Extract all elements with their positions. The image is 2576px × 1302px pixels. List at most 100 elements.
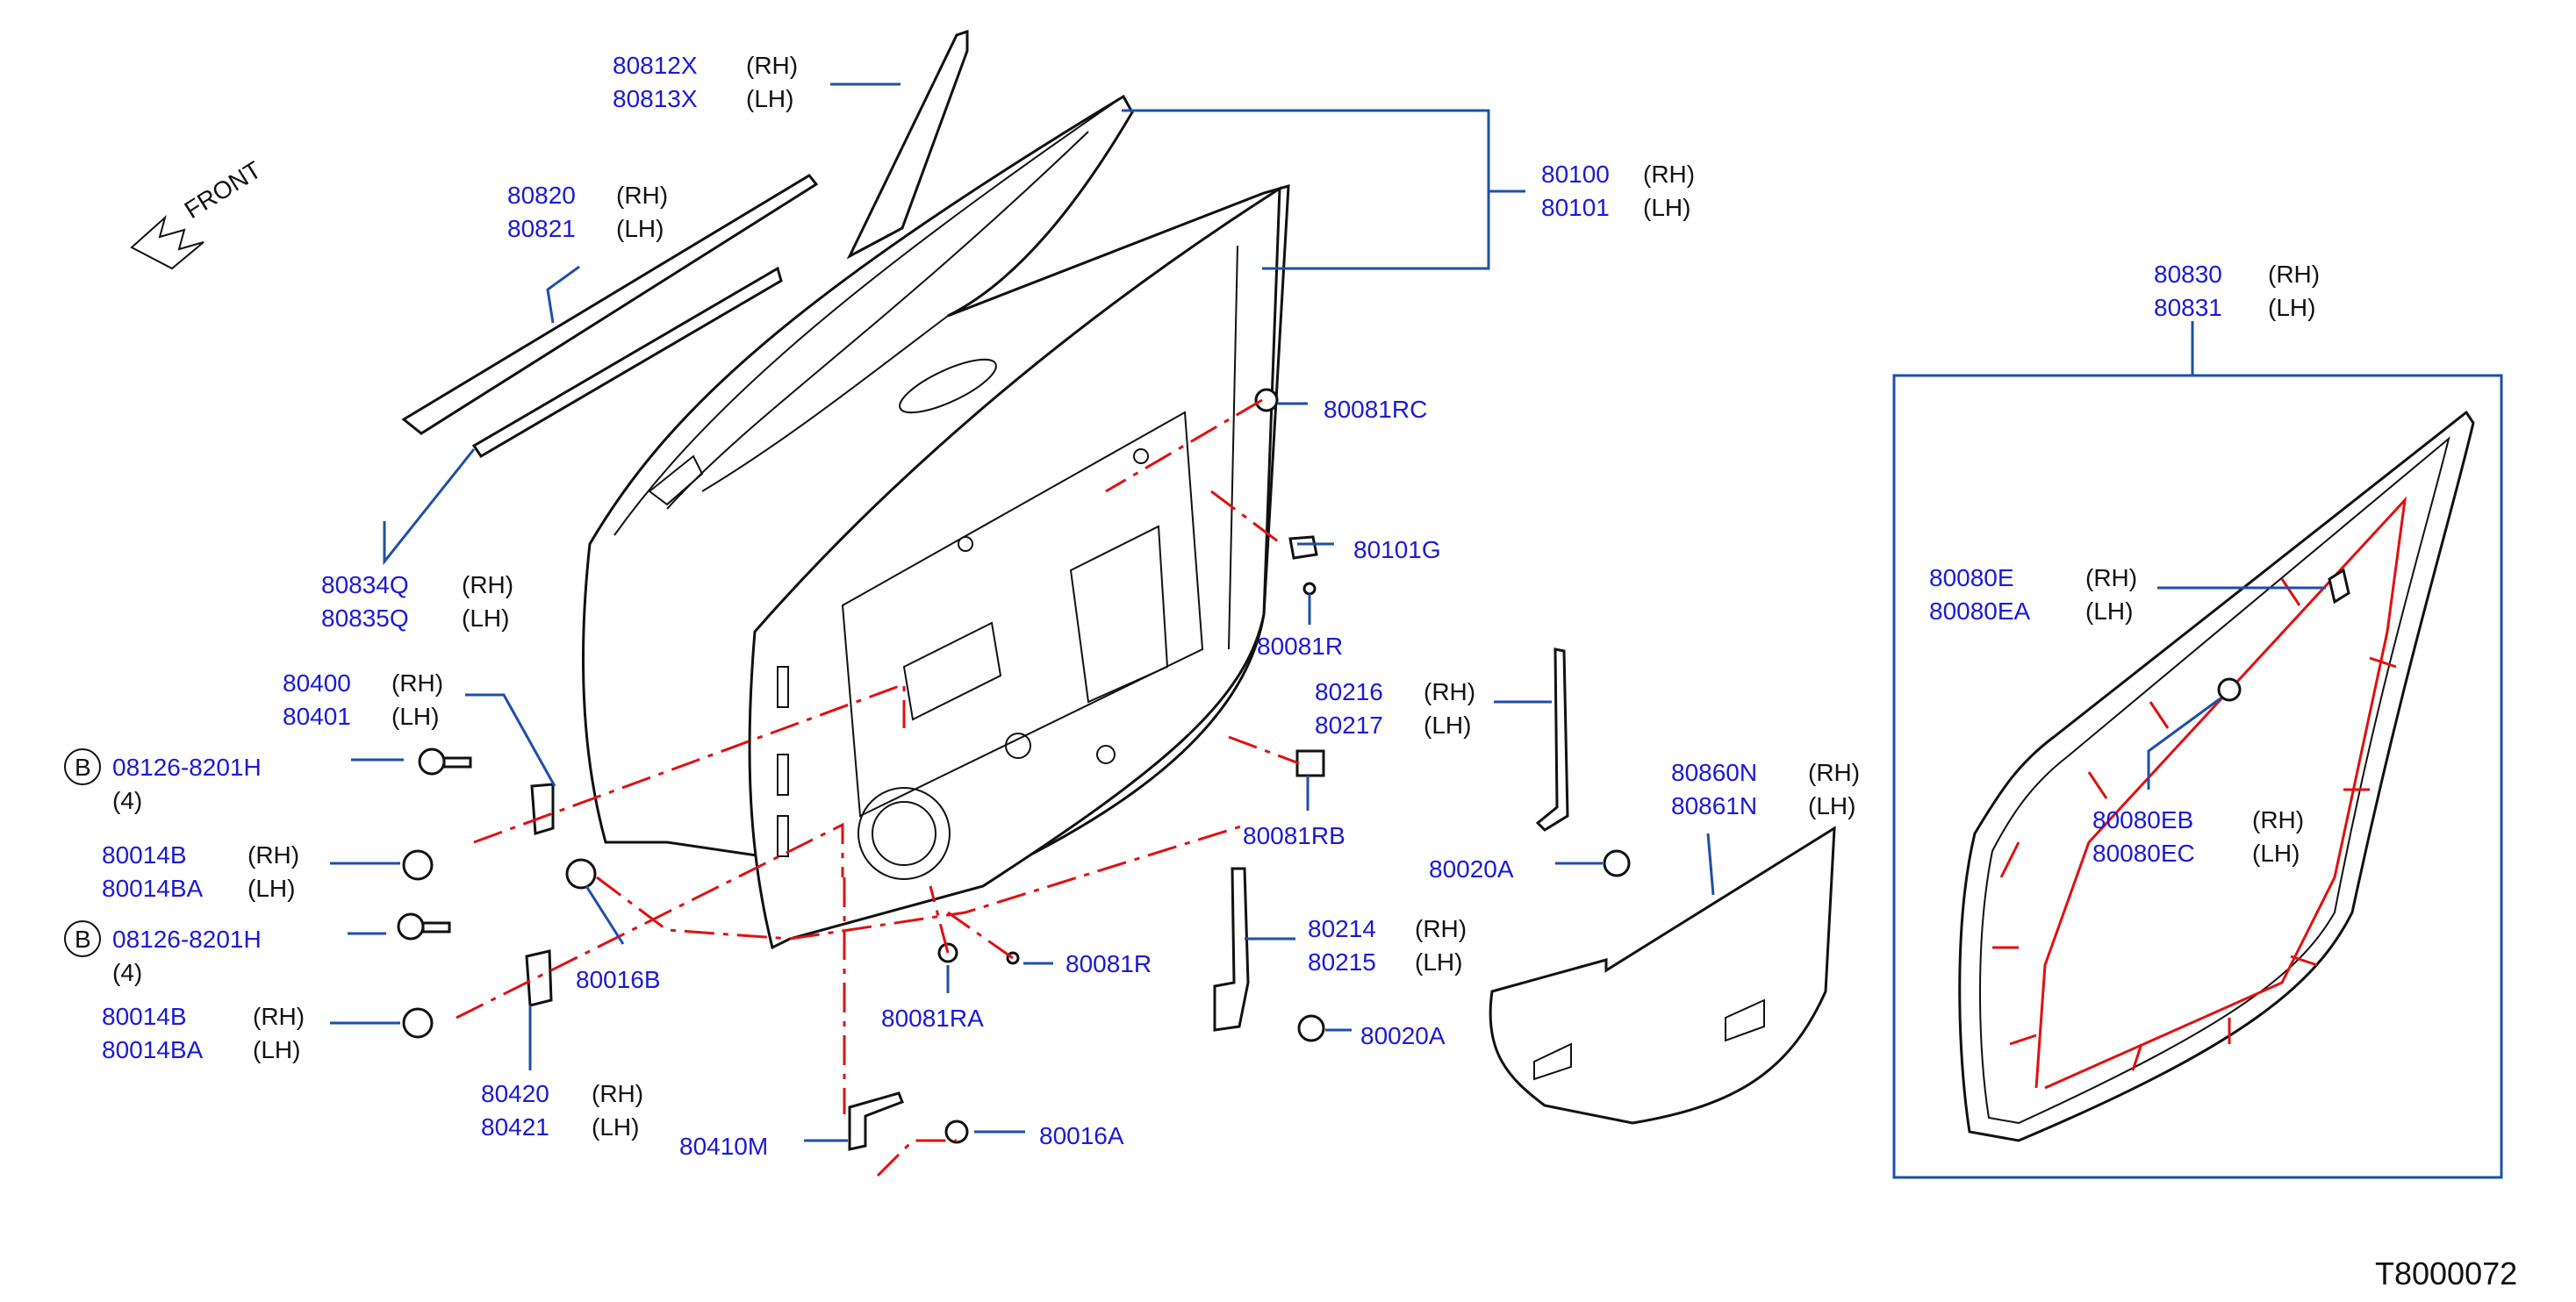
part-number: 08126-8201H — [112, 754, 262, 781]
sealing-screen-drawing — [1489, 826, 1836, 1125]
part-number: 80080EA — [1929, 597, 2031, 625]
callout-80420: 80420 (RH) 80421 (LH) — [481, 1080, 643, 1141]
part-number: 80016A — [1039, 1122, 1124, 1149]
part-number: 80020A — [1429, 855, 1514, 883]
side-label: (LH) — [592, 1113, 639, 1141]
callout-80834Q: 80834Q (RH) 80835Q (LH) — [321, 571, 513, 632]
callout-08126-8201H-top: B 08126-8201H (4) — [64, 748, 262, 814]
part-number: 80101 — [1541, 194, 1610, 221]
side-label: (LH) — [1424, 712, 1471, 739]
part-number: 80081R — [1257, 633, 1343, 660]
callout-08126-8201H-bottom: B 08126-8201H (4) — [64, 920, 262, 986]
side-label: (RH) — [253, 1003, 305, 1030]
side-label: (RH) — [248, 841, 299, 869]
part-number: 80016B — [576, 966, 661, 993]
leader-lines — [330, 82, 2326, 1142]
quantity-label: (4) — [112, 787, 142, 814]
front-label: FRONT — [180, 156, 266, 224]
part-number: 80014B — [102, 1003, 187, 1030]
callout-80860N: 80860N (RH) 80861N (LH) — [1671, 759, 1860, 819]
hinge-drawing — [397, 388, 1325, 1151]
door-shell-drawing — [582, 94, 1290, 950]
part-number: 80812X — [613, 52, 698, 79]
part-number: 80420 — [481, 1080, 549, 1107]
side-label: (LH) — [1808, 792, 1855, 819]
side-label: (LH) — [1643, 194, 1690, 221]
callout-80216: 80216 (RH) 80217 (LH) — [1315, 678, 1475, 739]
circle-letter: B — [75, 754, 91, 781]
part-number: 80400 — [283, 669, 351, 697]
part-number: 80014BA — [102, 1036, 204, 1063]
circle-marker — [64, 748, 101, 785]
part-number: 80080EB — [2092, 806, 2193, 833]
part-number: 80813X — [613, 85, 698, 112]
callout-80080E: 80080E (RH) 80080EA (LH) — [1929, 564, 2137, 625]
side-label: (RH) — [1643, 161, 1695, 188]
part-number: 80861N — [1671, 792, 1757, 819]
side-label: (LH) — [2268, 294, 2315, 321]
part-number: 80821 — [507, 215, 576, 242]
sash-drawing — [401, 29, 969, 459]
part-number: 80014B — [102, 841, 187, 869]
callout-80830: 80830 (RH) 80831 (LH) — [2154, 261, 2320, 321]
side-label: (RH) — [616, 182, 668, 209]
diagram-reference: T8000072 — [2375, 1256, 2517, 1291]
callout-80081R-bottom: 80081R — [1066, 950, 1152, 977]
part-number: 80860N — [1671, 759, 1757, 786]
side-label: (LH) — [253, 1036, 300, 1063]
side-label: (RH) — [462, 571, 513, 598]
callout-80020A-top: 80020A — [1429, 855, 1514, 883]
side-label: (LH) — [462, 604, 509, 632]
callout-80016A: 80016A — [1039, 1122, 1124, 1149]
callout-80410M: 80410M — [679, 1133, 768, 1160]
part-number: 80216 — [1315, 678, 1383, 705]
side-label: (RH) — [746, 52, 798, 79]
side-label: (RH) — [1808, 759, 1860, 786]
callout-80081RB: 80081RB — [1243, 822, 1345, 849]
part-number: 80217 — [1315, 712, 1383, 739]
callout-80100: 80100 (RH) 80101 (LH) — [1541, 161, 1695, 221]
side-label: (LH) — [2252, 840, 2300, 867]
callout-80014B-bottom: 80014B (RH) 80014BA (LH) — [102, 1003, 305, 1063]
inset-box — [1892, 374, 2503, 1179]
part-number: 08126-8201H — [112, 926, 262, 953]
side-label: (LH) — [248, 875, 295, 902]
side-label: (RH) — [1424, 678, 1475, 705]
side-label: (LH) — [746, 85, 793, 112]
assembly-lines — [456, 398, 1300, 1177]
callout-80400: 80400 (RH) 80401 (LH) — [283, 669, 443, 730]
side-label: (LH) — [616, 215, 664, 242]
callout-80101G: 80101G — [1353, 536, 1441, 563]
side-label: (LH) — [391, 703, 439, 730]
callout-80812X: 80812X (RH) 80813X (LH) — [613, 52, 798, 112]
part-number: 80401 — [283, 703, 351, 730]
side-label: (RH) — [2085, 564, 2137, 591]
part-number: 80101G — [1353, 536, 1441, 563]
callout-80020A-bottom: 80020A — [1360, 1022, 1446, 1049]
callout-80080EB: 80080EB (RH) 80080EC (LH) — [2092, 806, 2304, 867]
callout-80016B: 80016B — [576, 966, 661, 993]
callout-80014B-top: 80014B (RH) 80014BA (LH) — [102, 841, 299, 902]
part-number: 80835Q — [321, 604, 409, 632]
callout-80214: 80214 (RH) 80215 (LH) — [1308, 915, 1467, 976]
part-number: 80080E — [1929, 564, 2014, 591]
quantity-label: (4) — [112, 959, 142, 986]
part-number: 80215 — [1308, 948, 1376, 976]
side-label: (RH) — [2268, 261, 2320, 288]
callout-80081RA: 80081RA — [881, 1005, 984, 1032]
front-arrow: FRONT — [130, 156, 266, 270]
circle-marker — [64, 920, 101, 957]
part-number: 80020A — [1360, 1022, 1446, 1049]
callout-80081R-top: 80081R — [1257, 633, 1343, 660]
regulator-drawing — [1213, 647, 1631, 1042]
part-number: 80831 — [2154, 294, 2222, 321]
side-label: (LH) — [1415, 948, 1462, 976]
part-number: 80834Q — [321, 571, 409, 598]
part-number: 80081RC — [1324, 396, 1427, 423]
side-label: (LH) — [2085, 597, 2133, 625]
side-label: (RH) — [391, 669, 443, 697]
part-number: 80421 — [481, 1113, 549, 1141]
part-number: 80080EC — [2092, 840, 2195, 867]
callout-80081RC: 80081RC — [1324, 396, 1427, 423]
